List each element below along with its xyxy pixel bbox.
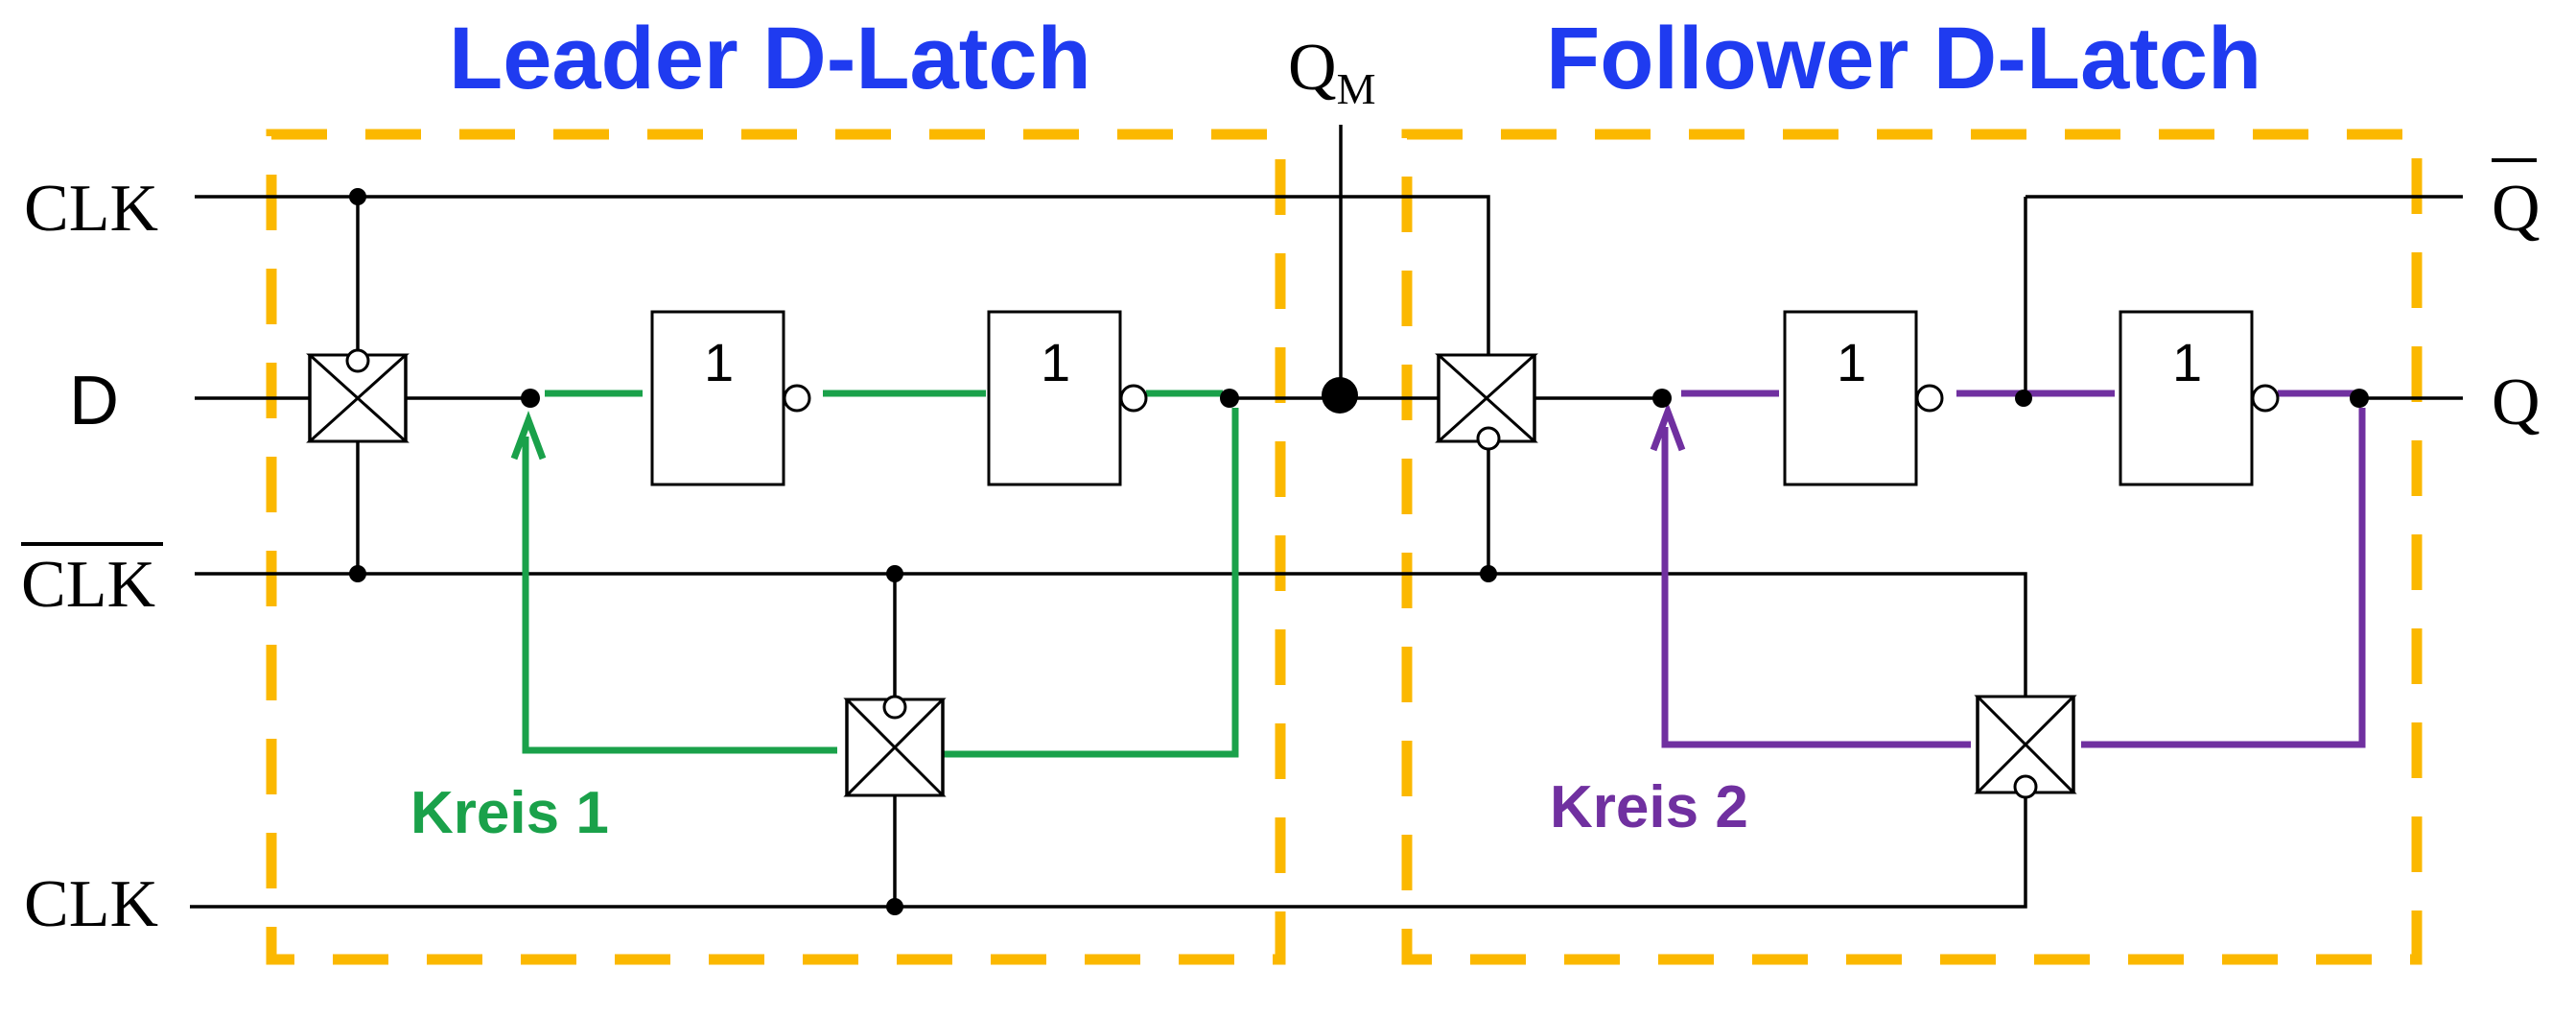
inverter-3-label: 1 <box>1837 332 1866 392</box>
q-m-subscript: M <box>1337 64 1376 113</box>
transmission-gate-leader-input <box>306 348 410 443</box>
clk-top-label: CLK <box>24 172 158 246</box>
leader-latch-title: Leader D-Latch <box>449 10 1091 107</box>
transmission-gate-follower-input <box>1435 353 1538 451</box>
inverter-1: 1 <box>650 310 811 486</box>
junction-dots <box>349 188 2369 915</box>
leader-latch-box <box>266 129 1286 965</box>
d-input-label: D <box>69 363 119 439</box>
inverter-2: 1 <box>987 310 1148 486</box>
transmission-gate-leader-feedback <box>843 695 947 797</box>
q-output-label: Q <box>2492 366 2541 439</box>
clk-bottom-label: CLK <box>24 867 158 941</box>
kreis-2-path <box>1650 390 2366 748</box>
follower-latch-title: Follower D-Latch <box>1546 10 2261 107</box>
transmission-gate-follower-feedback <box>1974 695 2077 799</box>
inverter-1-label: 1 <box>704 332 734 392</box>
inverter-3: 1 <box>1783 310 1944 486</box>
q-bar-output-label: Q <box>2492 172 2541 246</box>
kreis-1-label: Kreis 1 <box>410 780 609 846</box>
inverter-4-label: 1 <box>2172 332 2202 392</box>
inverter-2-label: 1 <box>1041 332 1070 392</box>
q-m-label: QM <box>1288 31 1375 113</box>
kreis-2-label: Kreis 2 <box>1550 774 1748 840</box>
q-m-main: Q <box>1288 31 1337 105</box>
q-m-node <box>1322 377 1358 414</box>
clk-bar-label: CLK <box>21 548 155 622</box>
follower-latch-box <box>1401 129 2423 965</box>
kreis-1-path <box>510 390 1239 758</box>
inverter-4: 1 <box>2119 310 2280 486</box>
